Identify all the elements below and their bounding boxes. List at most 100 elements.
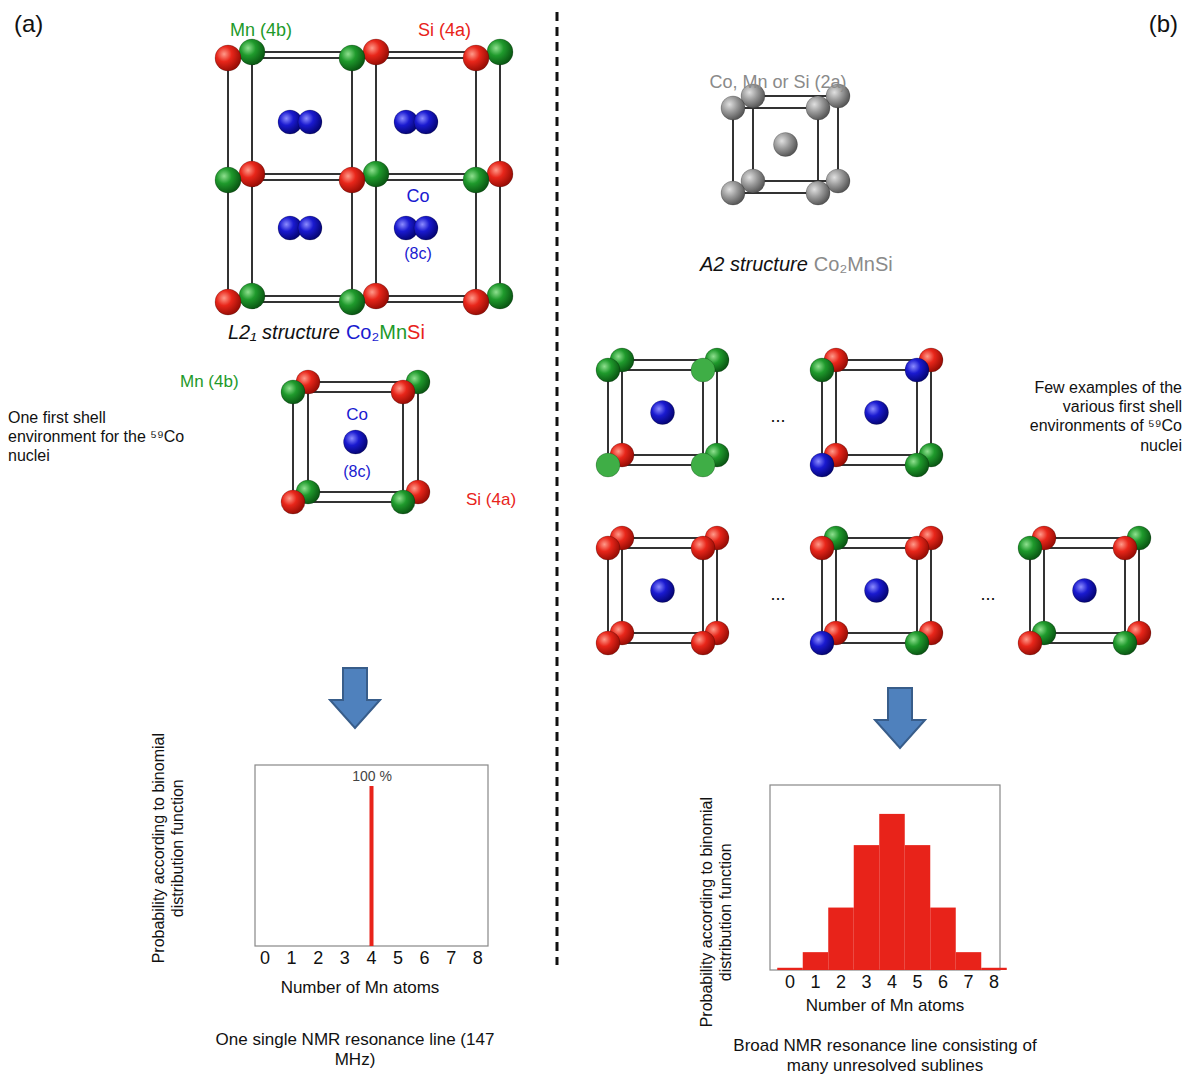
atom-sphere: [810, 631, 834, 655]
tick-label: 5: [912, 972, 922, 994]
panel-letter: (b): [1149, 10, 1178, 39]
note-text: Broad NMR resonance line consisting of m…: [725, 1036, 1045, 1077]
lattice-bond: [702, 548, 704, 643]
tick-label: 8: [473, 948, 483, 970]
atom-sphere: [651, 579, 675, 603]
tick-label: 6: [420, 948, 430, 970]
atom-sphere: [239, 39, 265, 65]
atom-sphere: [391, 380, 415, 404]
lattice-bond: [1029, 548, 1031, 643]
site-label: (8c): [404, 244, 432, 263]
atom-sphere: [391, 490, 415, 514]
tick-label: 1: [287, 948, 297, 970]
atom-sphere: [1113, 631, 1137, 655]
tick-label: 0: [785, 972, 795, 994]
tick-label: 2: [313, 948, 323, 970]
lattice-bond: [916, 548, 918, 643]
note-text: One first shell environment for the ⁵⁹Co…: [8, 408, 198, 466]
atom-sphere: [905, 453, 929, 477]
l21-lattice: [215, 39, 513, 315]
atom-sphere: [463, 167, 489, 193]
atom-sphere: [339, 45, 365, 71]
atom-sphere: [298, 110, 322, 134]
tick-label: 4: [366, 948, 376, 970]
lattice-bond: [732, 108, 734, 193]
lattice-bond: [402, 392, 404, 502]
atom-sphere: [691, 536, 715, 560]
unit-cell: [810, 526, 943, 655]
site-label: Mn (4b): [180, 372, 239, 392]
atom-sphere: [810, 536, 834, 560]
atom-sphere: [281, 380, 305, 404]
lattice-bond: [916, 370, 918, 465]
histogram-bar: [981, 968, 1007, 970]
tick-label: 5: [393, 948, 403, 970]
atom-sphere: [596, 358, 620, 382]
lattice-bond: [1043, 538, 1045, 633]
unit-cell: [1018, 526, 1151, 655]
atom-sphere: [463, 45, 489, 71]
note-text: One single NMR resonance line (147 MHz): [200, 1030, 510, 1071]
atom-sphere: [414, 216, 438, 240]
down-arrow: [330, 668, 380, 728]
atom-sphere: [905, 358, 929, 382]
lattice-bond: [930, 538, 932, 633]
site-label: Si (4a): [466, 490, 516, 510]
atom-sphere: [339, 167, 365, 193]
atom-sphere: [865, 401, 889, 425]
axis-title: Probability according to binomial distri…: [149, 718, 187, 978]
tick-label: 8: [989, 972, 999, 994]
histogram-bar: [828, 908, 854, 970]
lattice-bond: [292, 392, 294, 502]
histogram-bar: [879, 814, 905, 970]
atom-sphere: [363, 283, 389, 309]
lattice-bond: [1138, 538, 1140, 633]
lattice-bond: [1124, 548, 1126, 643]
lattice-bond: [753, 95, 838, 97]
site-label: Co, Mn or Si (2a): [709, 72, 846, 94]
atom-sphere: [1113, 536, 1137, 560]
atom-sphere: [1018, 631, 1042, 655]
atom-sphere: [596, 453, 620, 477]
atom-sphere: [487, 161, 513, 187]
lattice-bond: [835, 538, 837, 633]
atom-sphere: [344, 430, 368, 454]
axis-title: Number of Mn atoms: [806, 996, 965, 1016]
histogram-bar: [854, 845, 880, 970]
atom-sphere: [810, 453, 834, 477]
structure-title: L2₁ structure: [228, 320, 340, 344]
atom-sphere: [691, 358, 715, 382]
structure-title: A2 structure: [700, 252, 808, 276]
distribution-charts: [255, 765, 1007, 970]
unit-cell: [281, 370, 430, 514]
lattice-bond: [702, 370, 704, 465]
atom-sphere: [463, 289, 489, 315]
atom-sphere: [905, 631, 929, 655]
axis-title: Number of Mn atoms: [281, 978, 440, 998]
tick-label: 1: [810, 972, 820, 994]
tick-label: 6: [938, 972, 948, 994]
chart-frame: [255, 765, 488, 946]
atom-sphere: [1018, 536, 1042, 560]
atom-label: Co: [406, 186, 429, 208]
formula-part: Si: [407, 320, 425, 344]
tick-label: 2: [836, 972, 846, 994]
atom-sphere: [298, 216, 322, 240]
histogram-bar: [905, 845, 931, 970]
histogram-bar: [930, 908, 956, 970]
atom-sphere: [774, 133, 798, 157]
atom-sphere: [1073, 579, 1097, 603]
atom-sphere: [596, 536, 620, 560]
unit-cell: [810, 348, 943, 477]
lattice-bond: [821, 370, 823, 465]
lattice-bond: [821, 548, 823, 643]
histogram-bar: [370, 786, 374, 946]
lattice-bond: [417, 382, 419, 492]
tick-label: 7: [963, 972, 973, 994]
atom-sphere: [239, 161, 265, 187]
lattice-bond: [621, 360, 623, 455]
histogram-bar: [777, 968, 803, 970]
down-arrow: [875, 688, 925, 748]
atom-sphere: [810, 358, 834, 382]
